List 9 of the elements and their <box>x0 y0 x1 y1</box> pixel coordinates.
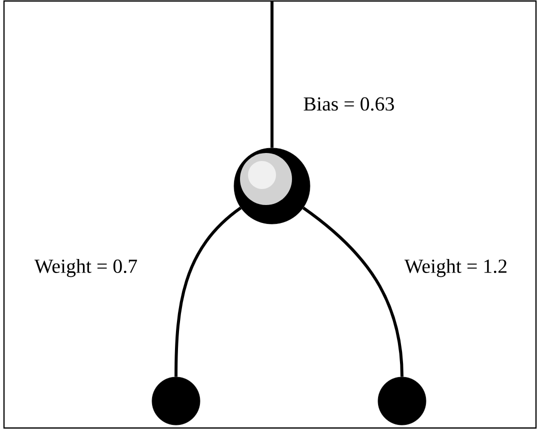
input-circle <box>152 376 200 426</box>
edge-label: Weight = 1.2 <box>403 258 509 278</box>
connector-line <box>174 206 242 377</box>
connector-line <box>270 1 274 148</box>
input-circle <box>378 376 426 426</box>
neuron-circle <box>234 148 310 224</box>
connector-line <box>302 206 404 377</box>
edge-label: Weight = 0.7 <box>33 258 139 278</box>
node-caption: Bias = 0.63 <box>304 97 394 111</box>
